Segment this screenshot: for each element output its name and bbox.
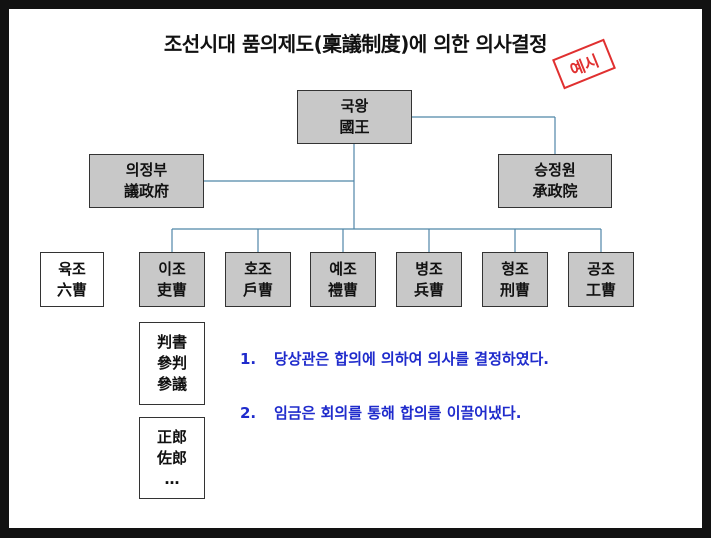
king-hanja: 國王 bbox=[339, 118, 370, 136]
senior-officials-box: 判書 參判 參議 bbox=[139, 322, 205, 405]
ministry-yejo-box: 예조 禮曹 bbox=[310, 252, 376, 307]
official-rank: 判書 bbox=[156, 333, 187, 351]
note-text: 임금은 회의를 통해 합의를 이끌어냈다. bbox=[274, 404, 522, 422]
ministry-hanja: 戶曹 bbox=[242, 280, 273, 299]
ministry-byeongjo-box: 병조 兵曹 bbox=[396, 252, 462, 307]
king-box: 국왕 國王 bbox=[297, 90, 412, 144]
six-ministries-hanja: 六曹 bbox=[56, 280, 87, 299]
ministry-hanja: 工曹 bbox=[585, 280, 616, 299]
page-title: 조선시대 품의제도(稟議制度)에 의한 의사결정 bbox=[163, 32, 548, 56]
ministry-label: 이조 bbox=[158, 259, 186, 278]
uijeongbu-hanja: 議政府 bbox=[123, 182, 169, 200]
seungjeongwon-box: 승정원 承政院 bbox=[498, 154, 612, 208]
note-2: 2. 임금은 회의를 통해 합의를 이끌어냈다. bbox=[240, 402, 521, 423]
ministry-hanja: 刑曹 bbox=[499, 280, 530, 299]
seungjeongwon-hanja: 承政院 bbox=[532, 182, 578, 200]
official-rank: 參判 bbox=[156, 354, 187, 372]
ministry-hojo-box: 호조 戶曹 bbox=[225, 252, 291, 307]
ministry-hanja: 禮曹 bbox=[327, 280, 358, 299]
official-rank: 參議 bbox=[156, 375, 187, 393]
seungjeongwon-label: 승정원 bbox=[534, 161, 576, 179]
junior-officials-box: 正郎 佐郎 … bbox=[139, 417, 205, 499]
official-rank: … bbox=[164, 469, 180, 488]
note-number: 2. bbox=[240, 404, 257, 422]
official-rank: 佐郎 bbox=[156, 448, 187, 467]
six-ministries-label: 육조 bbox=[58, 259, 86, 278]
ministry-ijo-box: 이조 吏曹 bbox=[139, 252, 205, 307]
uijeongbu-box: 의정부 議政府 bbox=[89, 154, 204, 208]
ministry-hanja: 吏曹 bbox=[156, 280, 187, 299]
official-rank: 正郎 bbox=[156, 427, 187, 446]
note-text: 당상관은 합의에 의하여 의사를 결정하였다. bbox=[274, 350, 549, 368]
ministry-gongjo-box: 공조 工曹 bbox=[568, 252, 634, 307]
note-1: 1. 당상관은 합의에 의하여 의사를 결정하였다. bbox=[240, 348, 549, 369]
ministry-label: 공조 bbox=[587, 259, 615, 278]
uijeongbu-label: 의정부 bbox=[125, 161, 168, 179]
ministry-label: 형조 bbox=[501, 259, 529, 278]
ministry-hyeongjo-box: 형조 刑曹 bbox=[482, 252, 548, 307]
ministry-label: 병조 bbox=[415, 259, 443, 278]
king-label: 국왕 bbox=[340, 97, 369, 115]
ministry-label: 호조 bbox=[244, 259, 272, 278]
ministry-label: 예조 bbox=[329, 259, 357, 278]
note-number: 1. bbox=[240, 350, 257, 368]
six-ministries-box: 육조 六曹 bbox=[40, 252, 104, 307]
ministry-hanja: 兵曹 bbox=[413, 280, 444, 299]
